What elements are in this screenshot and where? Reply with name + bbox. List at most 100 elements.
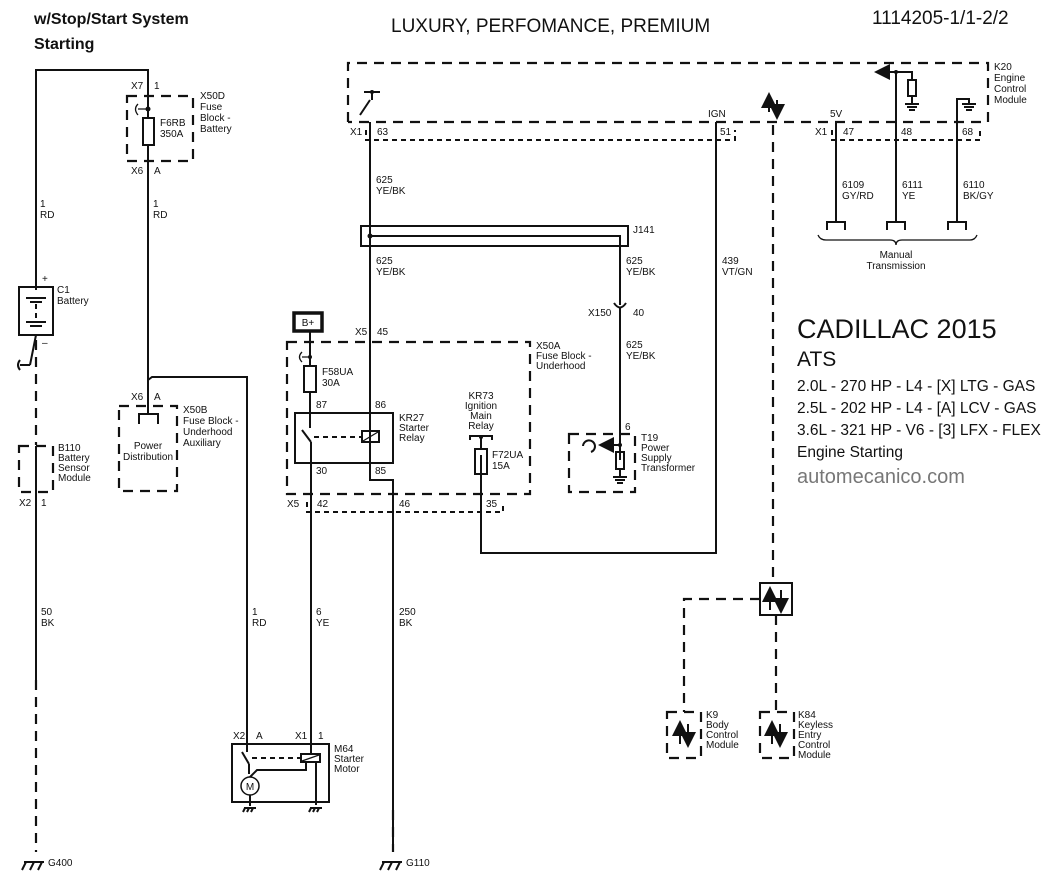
inner-label: Distribution (123, 452, 173, 463)
component-id: B110 (58, 443, 81, 454)
component-label: Starter (399, 423, 430, 434)
fuse-icon (142, 117, 155, 146)
diagram-id: 1114205-1/1-2/2 (872, 8, 1009, 29)
vehicle-info: CADILLAC 2015 ATS 2.0L - 270 HP - L4 - [… (797, 314, 1041, 488)
connector-label: X1 (350, 127, 363, 138)
manual-transmission-wires: 6109 GY/RD 6111 YE 6110 BK/GY Manual Tra… (817, 72, 994, 272)
wire-color: YE/BK (376, 186, 406, 197)
component-label: Motor (334, 764, 360, 775)
component-label: Keyless (798, 720, 833, 731)
component-label: Manual (880, 250, 913, 261)
inner-label: Power (134, 441, 163, 452)
pin-label: 42 (317, 499, 329, 510)
engine-spec-1: 2.0L - 270 HP - L4 - [X] LTG - GAS (797, 378, 1035, 395)
wire-circuit: 625 (626, 340, 643, 351)
wire-color: RD (40, 210, 54, 221)
pin-label: 51 (720, 127, 732, 138)
component-id: X50A (536, 341, 561, 352)
wire-circuit: 6110 (963, 180, 985, 191)
component-id: J141 (633, 225, 655, 236)
component-id: M64 (334, 744, 354, 755)
bplus-label: B+ (302, 318, 315, 329)
pin-label: 30 (316, 466, 328, 477)
lower-wires: 6 YE 250 BK (316, 607, 416, 852)
wire-color: BK (399, 618, 413, 629)
pin-label: 47 (843, 127, 855, 138)
connector-label: X2 (233, 731, 246, 742)
component-id: K20 (994, 62, 1012, 73)
fuse-rating: 30A (322, 378, 340, 389)
positive-terminal: + (42, 274, 48, 285)
wire-color: GY/RD (842, 191, 874, 202)
ground-id: G110 (406, 858, 430, 869)
ground-id: G400 (48, 858, 73, 869)
component-id: X50B (183, 405, 208, 416)
pin-label: 85 (375, 466, 387, 477)
wire-circuit: 625 (626, 256, 643, 267)
system-name: Engine Starting (797, 444, 903, 461)
trim-levels: LUXURY, PERFOMANCE, PREMIUM (391, 16, 710, 37)
connector-label: X1 (295, 731, 308, 742)
c1-battery: + – C1 Battery (17, 274, 89, 445)
component-label: Battery (200, 124, 232, 135)
k20-engine-control-module: X1 63 51 IGN X1 47 48 68 5V K20 Engine C… (346, 61, 1027, 170)
vehicle-model: ATS (797, 348, 836, 371)
pin-label: 68 (962, 127, 974, 138)
serial-data-gateway-icon (759, 582, 793, 616)
engine-spec-2: 2.5L - 202 HP - L4 - [A] LCV - GAS (797, 400, 1037, 417)
component-label: Block - (200, 113, 231, 124)
pin-label: 1 (318, 731, 324, 742)
wire-circuit: 6109 (842, 180, 865, 191)
wire-color: YE/BK (626, 351, 656, 362)
pin-label: 48 (901, 127, 913, 138)
component-label: Body (706, 720, 729, 731)
motor-label: M (246, 782, 254, 793)
pin-label: 1 (41, 498, 47, 509)
component-label: Auxiliary (183, 438, 221, 449)
component-label: Fuse (200, 102, 223, 113)
component-label: Module (994, 95, 1027, 106)
component-label: Module (706, 740, 739, 751)
component-label: Module (798, 750, 831, 761)
component-id: C1 (57, 285, 70, 296)
component-label: Module (58, 473, 91, 484)
vehicle-make-year: CADILLAC 2015 (797, 314, 997, 344)
component-label: Power (641, 443, 670, 454)
connector-label: X5 (287, 499, 300, 510)
component-id: K9 (706, 710, 719, 721)
component-label: Battery (58, 453, 90, 464)
pin-label: 63 (377, 127, 389, 138)
pin-label: 87 (316, 400, 328, 411)
component-label: Control (994, 84, 1026, 95)
negative-terminal: – (42, 338, 48, 349)
k9-body-control-module: K9 Body Control Module (665, 710, 739, 760)
component-label: Control (798, 740, 830, 751)
pin-label: 6 (625, 422, 631, 433)
wire-color: BK (41, 618, 55, 629)
component-label: Sensor (58, 463, 90, 474)
header: w/Stop/Start System Starting LUXURY, PER… (33, 8, 1009, 53)
wire-color: YE/BK (626, 267, 656, 278)
subtitle-line2: Starting (34, 36, 94, 53)
wire-circuit: 1 (40, 199, 46, 210)
rotation-icon (582, 439, 596, 453)
wire-color: VT/GN (722, 267, 753, 278)
pin-label: A (154, 166, 161, 177)
pin-label: 86 (375, 400, 387, 411)
component-label: Relay (468, 421, 494, 432)
wire-color: YE/BK (376, 267, 406, 278)
component-label: Battery (57, 296, 89, 307)
g110-ground: G110 (379, 858, 430, 871)
wire-color: RD (153, 210, 167, 221)
wire-circuit: 625 (376, 175, 393, 186)
fuse-id: F6RB (160, 118, 186, 129)
pin-label: A (256, 731, 263, 742)
battery-cable-1-rd: 1 RD (35, 69, 149, 290)
component-id: T19 (641, 433, 659, 444)
fuse-icon (303, 365, 317, 393)
fuse-id: F58UA (322, 367, 353, 378)
component-label: Control (706, 730, 738, 741)
x50d-fuse-block-battery: X7 1 X50D Fuse Block - Battery F6RB 350A… (125, 81, 232, 380)
t19-power-supply-transformer: 6 T19 Power Supply Transformer (567, 422, 696, 494)
